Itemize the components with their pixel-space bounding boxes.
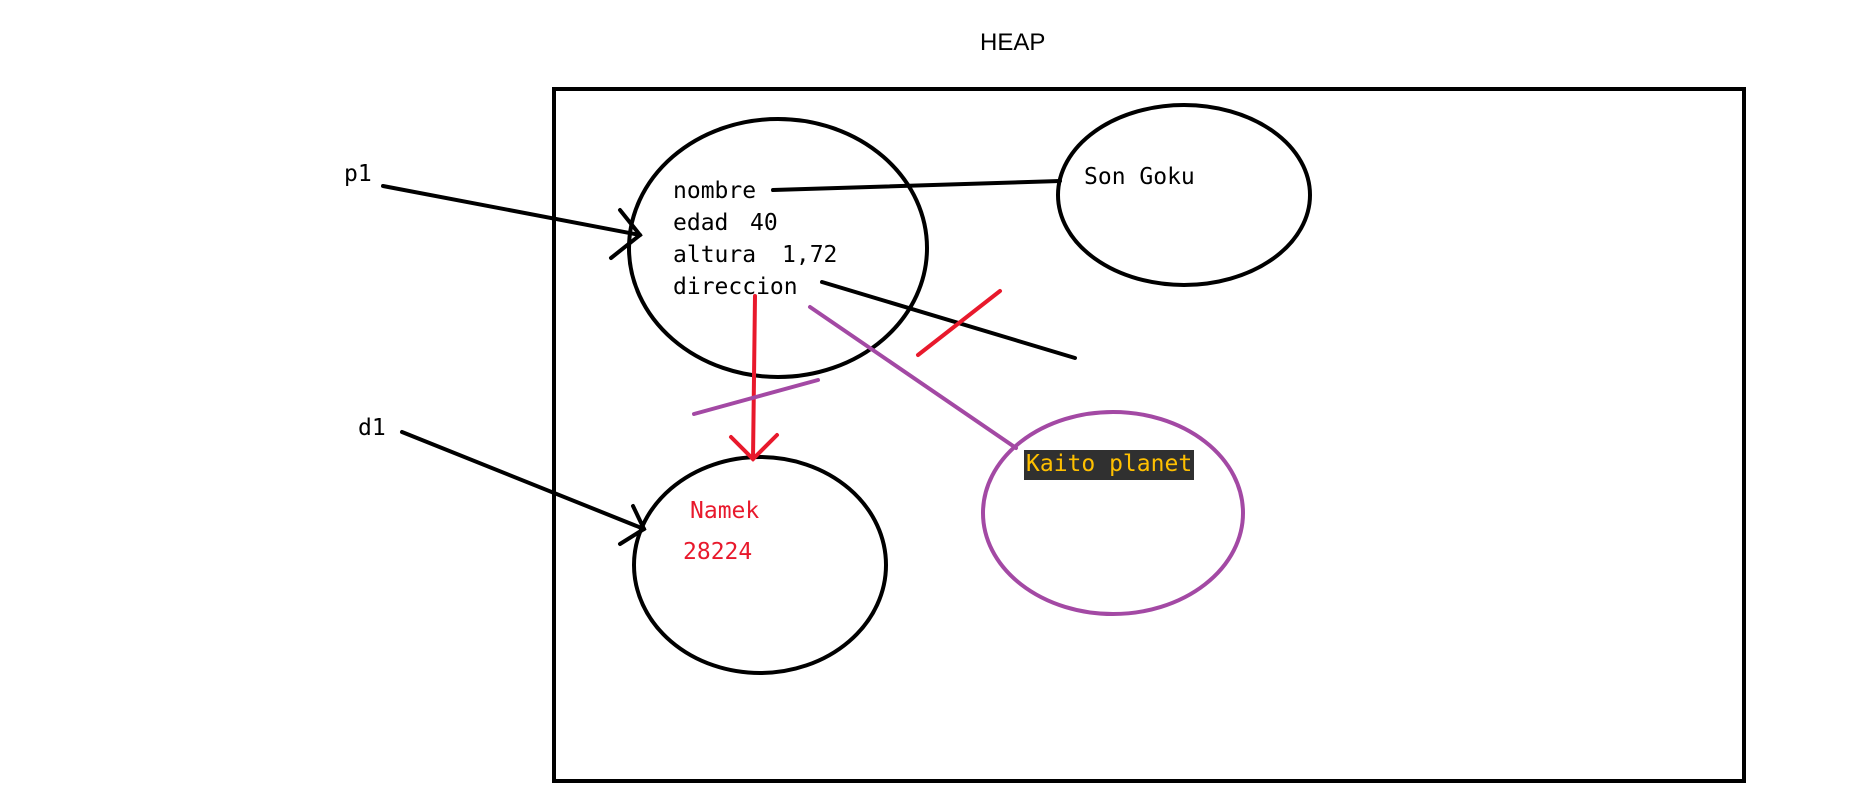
heap-box <box>552 87 1746 783</box>
p1-arrow <box>381 184 643 260</box>
heap-title: HEAP <box>980 29 1046 56</box>
direccion-old-reference-line <box>820 280 1077 360</box>
field-direccion: direccion <box>673 274 798 300</box>
d1-label: d1 <box>358 415 386 441</box>
field-nombre: nombre <box>673 178 757 204</box>
red-strike-mark <box>916 289 1002 357</box>
purple-strike-mark <box>692 378 820 416</box>
direccion-object-ellipse <box>632 455 888 675</box>
value-edad: 40 <box>750 210 778 236</box>
direccion-red-arrow <box>729 294 779 462</box>
value-altura: 1,72 <box>782 242 838 268</box>
field-altura: altura <box>673 242 757 268</box>
field-edad: edad <box>673 210 729 236</box>
string-object-value: Son Goku <box>1084 164 1195 190</box>
direccion-line1: Namek <box>690 498 760 524</box>
persona-object-ellipse <box>627 117 929 379</box>
kaito-object-value: Kaito planet <box>1024 450 1195 480</box>
direccion-line2: 28224 <box>683 539 753 565</box>
kaito-object-ellipse <box>981 410 1245 616</box>
direccion-purple-reference-line <box>808 305 1018 450</box>
d1-arrow <box>400 430 647 546</box>
p1-label: p1 <box>344 161 372 187</box>
string-object-ellipse <box>1056 103 1312 287</box>
nombre-reference-line <box>771 179 1062 192</box>
